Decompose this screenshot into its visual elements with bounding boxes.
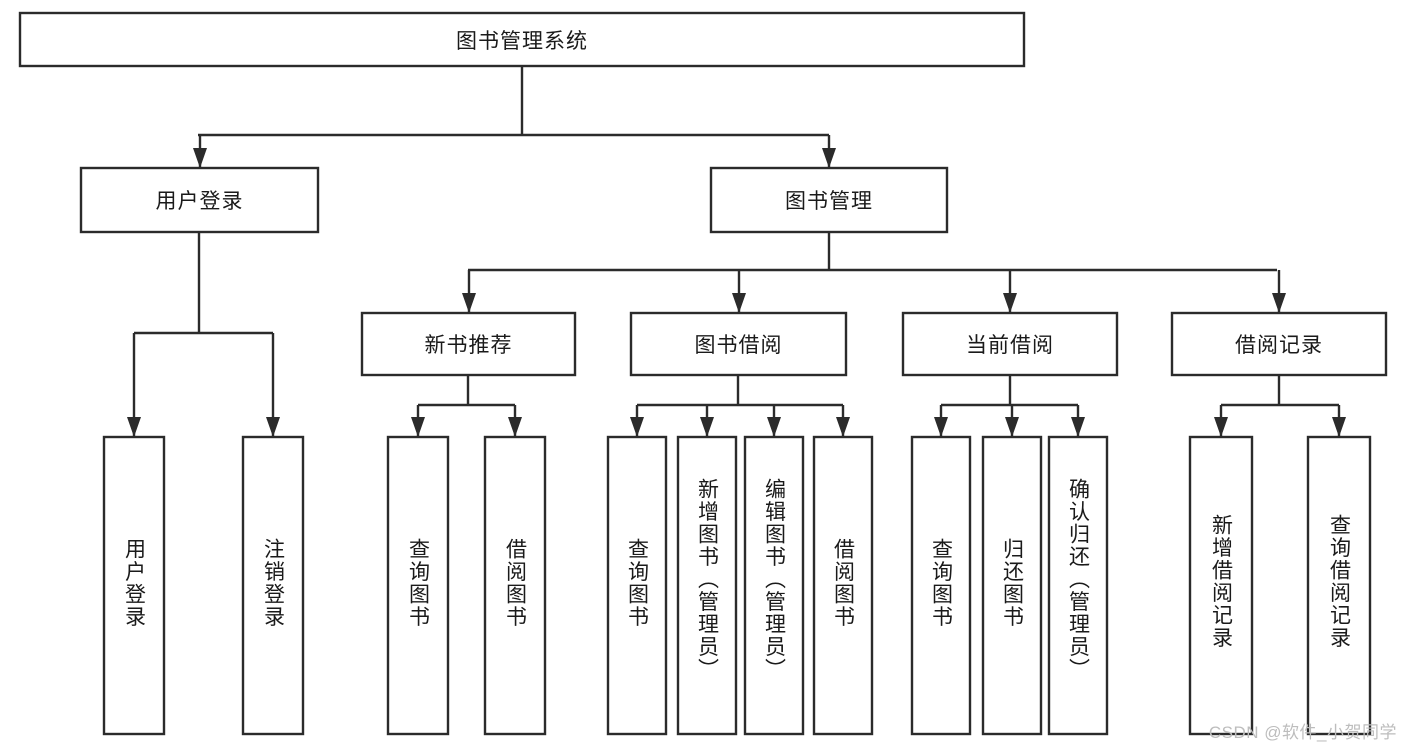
node-box-leaf-return-book[interactable]	[981, 435, 1043, 736]
node-box-leaf-borrow-book-1[interactable]	[483, 435, 547, 736]
arrow-head-icon-leaf-edit-book-admin	[767, 417, 781, 437]
arrow-head-icon-book-manage	[822, 148, 836, 168]
arrow-head-icon-leaf-borrow-book-2	[836, 417, 850, 437]
node-box-new-book-rec[interactable]	[360, 311, 577, 377]
node-box-borrow-record[interactable]	[1170, 311, 1388, 377]
node-box-current-borrow[interactable]	[901, 311, 1119, 377]
node-box-leaf-confirm-return-admin[interactable]	[1047, 435, 1109, 736]
node-box-leaf-borrow-book-2[interactable]	[812, 435, 874, 736]
arrow-head-icon-current-borrow	[1003, 293, 1017, 313]
node-box-leaf-query-borrow-record[interactable]	[1306, 435, 1372, 736]
csdn-watermark: CSDN @软件_小贺同学	[1208, 723, 1397, 742]
arrow-head-icon-leaf-add-book-admin	[700, 417, 714, 437]
arrow-head-icon-new-book-rec	[462, 293, 476, 313]
node-box-leaf-user-logout[interactable]	[241, 435, 305, 736]
arrow-head-icon-leaf-user-login	[127, 417, 141, 437]
arrow-head-icon-user-login	[193, 148, 207, 168]
node-box-leaf-user-login[interactable]	[102, 435, 166, 736]
arrow-head-icon-leaf-query-borrow-record	[1332, 417, 1346, 437]
boxes-layer	[18, 11, 1388, 736]
connectors-layer	[127, 66, 1346, 437]
arrow-head-icon-leaf-query-book-1	[411, 417, 425, 437]
node-box-user-login[interactable]	[79, 166, 320, 234]
node-box-leaf-query-book-2[interactable]	[606, 435, 668, 736]
node-box-root[interactable]	[18, 11, 1026, 68]
node-box-leaf-query-book-3[interactable]	[910, 435, 972, 736]
node-box-leaf-add-borrow-record[interactable]	[1188, 435, 1254, 736]
node-box-book-borrow[interactable]	[629, 311, 848, 377]
arrow-head-icon-borrow-record	[1272, 293, 1286, 313]
node-box-book-manage[interactable]	[709, 166, 949, 234]
arrow-head-icon-leaf-borrow-book-1	[508, 417, 522, 437]
arrow-head-icon-leaf-user-logout	[266, 417, 280, 437]
node-box-leaf-edit-book-admin[interactable]	[743, 435, 805, 736]
arrow-head-icon-leaf-query-book-3	[934, 417, 948, 437]
arrow-head-icon-leaf-confirm-return-admin	[1071, 417, 1085, 437]
arrow-head-icon-leaf-add-borrow-record	[1214, 417, 1228, 437]
arrow-head-icon-book-borrow	[732, 293, 746, 313]
node-box-leaf-add-book-admin[interactable]	[676, 435, 738, 736]
arrow-head-icon-leaf-return-book	[1005, 417, 1019, 437]
node-box-leaf-query-book-1[interactable]	[386, 435, 450, 736]
arrow-head-icon-leaf-query-book-2	[630, 417, 644, 437]
